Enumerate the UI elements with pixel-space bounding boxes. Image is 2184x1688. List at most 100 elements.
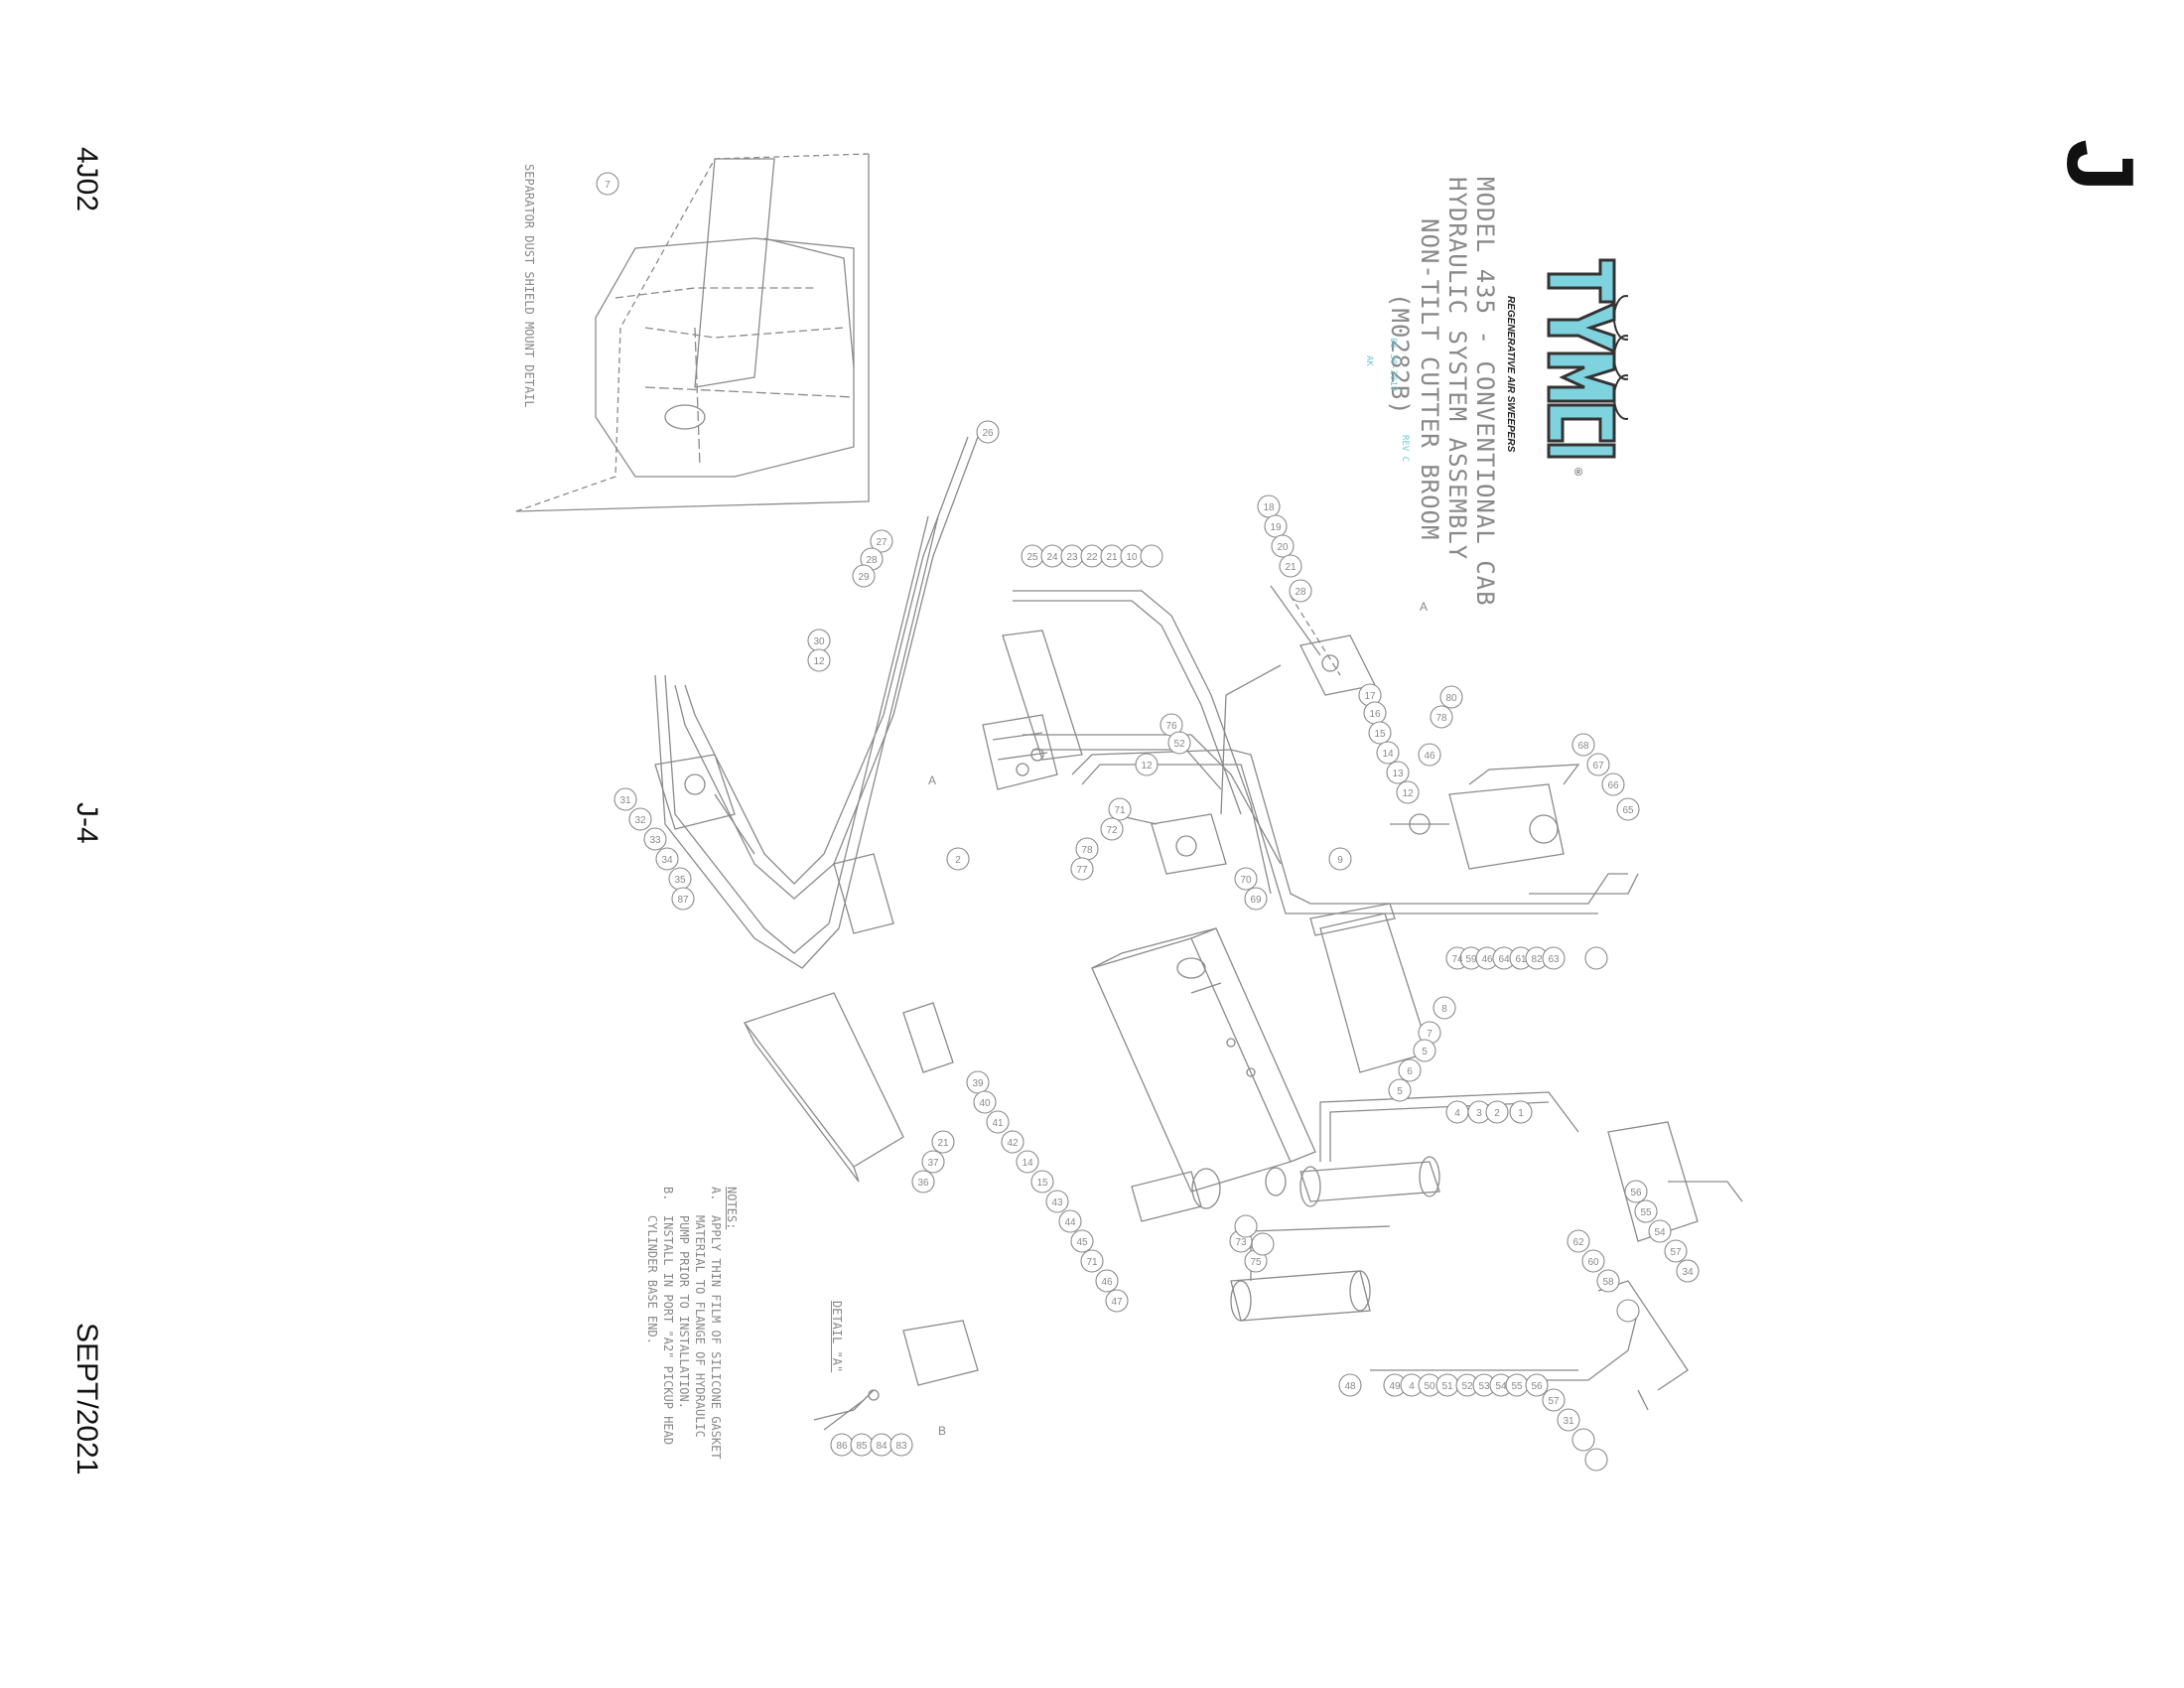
callout-22: 22 [1086,552,1098,563]
callout-56b: 56 [1630,1188,1642,1198]
left-motor [654,754,755,855]
detail-a-sketch [813,1320,979,1431]
callout-34b: 34 [1682,1267,1694,1278]
callout-86: 86 [836,1441,848,1452]
callout-57b: 57 [1670,1247,1682,1258]
callout-3: 3 [1476,1108,1482,1119]
callout-24: 24 [1046,552,1058,563]
callout-14: 14 [1382,749,1394,760]
callout-17: 17 [1364,691,1376,702]
callout-21b: 21 [1285,562,1297,573]
callout-87: 87 [677,895,689,906]
marker-a: A [1420,600,1428,614]
callout-42: 42 [1007,1138,1019,1149]
callout-31b: 31 [1563,1416,1574,1427]
callout-78: 78 [1435,713,1447,724]
callout-54: 54 [1495,1381,1507,1392]
callout-34: 34 [661,855,673,866]
callout-21: 21 [1106,552,1118,563]
callout-80: 80 [1445,693,1457,704]
callout-69: 69 [1250,895,1262,906]
callout-76: 76 [1165,721,1177,732]
callout-50: 50 [1424,1381,1435,1392]
callout-35: 35 [674,875,686,886]
callout-72: 72 [1106,825,1118,836]
callout-1: 1 [1518,1108,1524,1119]
callout-46: 46 [1424,751,1435,762]
callout-71b: 71 [1086,1257,1098,1268]
marker-a-2: A [928,774,936,787]
callout-26: 26 [982,428,994,439]
callout-62: 62 [1572,1237,1584,1248]
callout-2b: 2 [1494,1108,1500,1119]
callout-23: 23 [1066,552,1078,563]
fender-guard [743,853,954,1183]
callout-68: 68 [1577,741,1589,752]
callout-numbers: 7 26 27 28 29 30 12 25 24 23 22 21 10 18… [605,180,1694,1452]
callout-84: 84 [876,1441,887,1452]
callout-18: 18 [1263,502,1275,513]
callout-65: 65 [1622,805,1634,816]
callout-55: 55 [1511,1381,1523,1392]
callout-16: 16 [1369,709,1381,720]
callout-57: 57 [1548,1396,1560,1407]
pump-block [1270,585,1376,696]
callout-37: 37 [927,1158,939,1169]
callout-75: 75 [1250,1257,1262,1268]
callout-44: 44 [1064,1217,1076,1228]
callout-83: 83 [895,1441,907,1452]
callout-36: 36 [917,1178,929,1189]
callout-55b: 55 [1640,1207,1652,1218]
callout-56: 56 [1531,1381,1543,1392]
detail-markers: A A B [928,600,1428,1438]
callout-9: 9 [1337,855,1343,866]
callout-29: 29 [858,572,870,583]
callout-85: 85 [856,1441,868,1452]
callout-33: 33 [649,835,661,846]
callout-4b: 4 [1409,1381,1415,1392]
callout-71: 71 [1114,805,1126,816]
callout-52: 52 [1173,739,1185,750]
callout-15: 15 [1374,729,1386,740]
callout-27: 27 [876,537,887,548]
callout-78b: 78 [1081,845,1093,856]
callout-73: 73 [1235,1237,1247,1248]
marker-b: B [938,1424,946,1438]
callout-63: 63 [1548,954,1560,965]
callout-10: 10 [1126,552,1138,563]
callout-51: 51 [1441,1381,1453,1392]
callout-54b: 54 [1654,1227,1666,1238]
callout-67: 67 [1592,761,1604,772]
callout-28b: 28 [1295,587,1306,598]
callout-41: 41 [992,1118,1004,1129]
callout-53: 53 [1478,1381,1490,1392]
callout-49: 49 [1389,1381,1401,1392]
callout-14b: 14 [1022,1158,1033,1169]
plate-assembly [1309,903,1431,1073]
callout-52b: 52 [1461,1381,1473,1392]
callout-5b: 5 [1397,1086,1403,1097]
callout-43: 43 [1051,1197,1063,1208]
callout-59: 59 [1465,954,1477,965]
callout-11: 12 [1402,788,1414,799]
callout-70: 70 [1240,875,1252,886]
callout-58: 58 [1602,1277,1614,1288]
callout-20: 20 [1277,542,1289,553]
callout-5: 5 [1422,1047,1428,1057]
callout-39: 39 [972,1078,984,1089]
callout-77: 77 [1076,865,1088,876]
callout-32: 32 [634,815,646,826]
callout-4: 4 [1454,1108,1460,1119]
callout-25: 25 [1026,552,1038,563]
callout-48: 48 [1344,1381,1356,1392]
callout-74: 74 [1451,954,1463,965]
callout-61: 61 [1515,954,1527,965]
callout-47: 47 [1111,1297,1123,1308]
center-valve [1111,813,1227,875]
callout-30: 30 [813,636,825,647]
callout-7b: 7 [1427,1029,1433,1040]
callout-64: 64 [1498,954,1510,965]
callout-bubbles [596,172,1700,1472]
registered-mark: ® [1574,467,1583,479]
